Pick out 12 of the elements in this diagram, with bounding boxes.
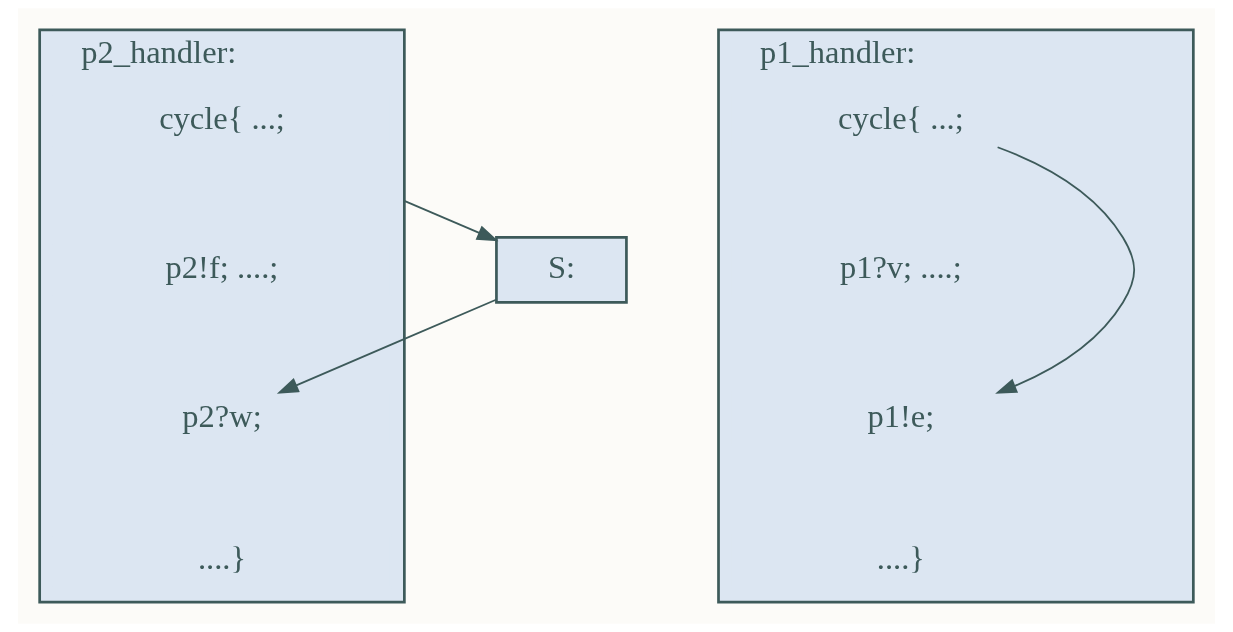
arrow: [995, 146, 1136, 394]
node-text: p2?w;: [182, 397, 262, 434]
node-text: cycle{ ...;: [159, 99, 285, 136]
node-text: p1!e;: [867, 397, 935, 434]
node-text: ....}: [197, 540, 247, 577]
node-text: p1?v; ....;: [839, 248, 962, 285]
node-box: S:: [495, 236, 628, 304]
arrow: [276, 298, 497, 394]
node-text: p2!f; ....;: [165, 248, 279, 285]
node-text: cycle{ ...;: [838, 99, 964, 136]
node-text: ....}: [876, 540, 925, 577]
arrow: [403, 200, 499, 242]
